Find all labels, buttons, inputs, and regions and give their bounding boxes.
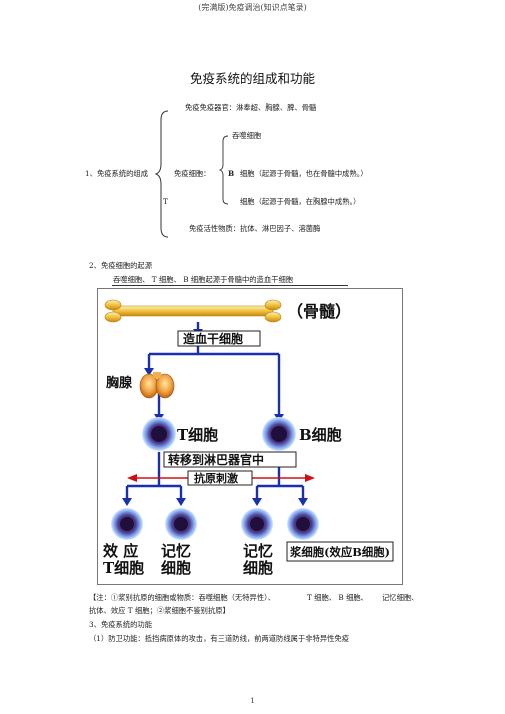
note-line1-a: 【注：①浆别抗原的细胞或物质：吞噬细胞（无特异性）、 [89,593,276,602]
active-substances-line: 免疫活性物质：抗体、淋巴因子、溶菌酶 [189,224,321,233]
stem-cell-text: 造血干细胞 [183,331,243,346]
memory-t-cell-icon [165,508,197,540]
section2-heading: 2、免疫细胞的起源 [89,261,153,270]
t-letter: T [163,197,168,206]
immune-organs-line: 免疫免疫器官：淋奉超、胸腺、脾、骨髓 [185,103,317,112]
note-line1-c: 记忆细胞、 [382,593,419,602]
b-cell-icon [262,417,296,451]
stem-cell-box [177,330,261,347]
page-number: 1 [250,697,255,705]
b-letter: B [228,169,235,178]
effector-t-text-2: T细胞 [103,559,144,577]
inner-brace [219,135,229,205]
antigen-box [187,470,253,486]
page-title: 免疫系统的组成和功能 [189,71,315,86]
phagocyte-label: 吞噬细胞 [232,131,262,140]
blue-arrows [125,322,305,500]
plasma-text: 浆细胞(效应B细胞) [290,545,390,559]
transfer-box [163,451,297,468]
section1-label: 1、免疫系统的组成 [85,169,149,178]
plasma-box [286,541,394,562]
bone-marrow-text: （骨髓） [287,302,351,321]
note-line2: 抗体、效应 T 细胞；②浆细胞不鉴别抗原】 [89,606,230,615]
effector-t-text-1: 效 应 [103,542,138,560]
b-cell-desc: 细胞（起源于骨髓，也在骨髓中成熟。） [240,169,368,178]
note-line1-b: T 细胞、 B 细胞、 [307,593,368,602]
memory-2b-text: 细胞 [243,559,273,577]
bone-icon [104,299,282,323]
page-header: (完满版)免疫调治(知识点笔录) [198,3,307,12]
section3-line: （1）防卫功能：抵挡病原体的攻击，有三道防线，前两道防线属于非特异性免疫 [89,634,350,643]
antigen-text: 抗原刺激 [194,471,238,485]
outer-brace [155,110,169,238]
immune-cell-origin-diagram: （骨髓） 造血干细胞 胸腺 T细胞 B细胞 转移到淋巴器官中 抗原刺激 效 应 … [97,288,403,585]
thymus-icon [139,372,175,399]
memory-b-cell-icon [241,508,273,540]
diagram-frame [97,288,403,585]
section3-heading: 3、免疫系统的功能 [89,620,153,629]
t-cell-icon [142,417,176,451]
effector-t-cell-icon [111,508,143,540]
thymus-text: 胸腺 [106,375,133,391]
memory-1a-text: 记忆 [161,542,191,560]
immune-cells-label: 免疫细胞： [174,169,211,178]
diagram-graphics: （骨髓） 造血干细胞 胸腺 T细胞 B细胞 转移到淋巴器官中 抗原刺激 效 应 … [97,288,403,585]
memory-1b-text: 细胞 [161,559,191,577]
plasma-cell-icon [287,508,319,540]
section2-underline [112,285,348,286]
section2-line: 吞噬细胞、 T 细胞、 B 细胞起源于骨髓中的造血干细胞 [113,275,294,284]
t-cell-desc: 细胞（起源于骨髓，在胸腺中成熟。） [240,197,361,206]
b-cell-text: B细胞 [299,426,342,444]
memory-2a-text: 记忆 [243,542,273,560]
transfer-text: 转移到淋巴器官中 [168,452,264,467]
t-cell-text: T细胞 [177,426,218,444]
